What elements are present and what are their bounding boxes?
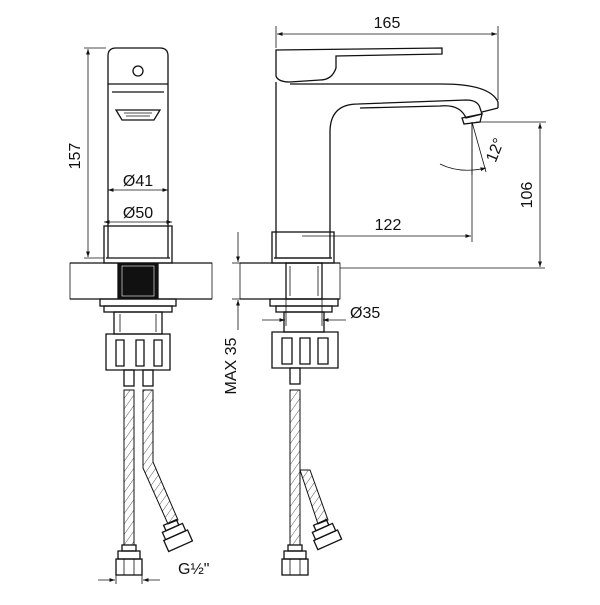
front-shank bbox=[118, 263, 158, 299]
front-lever-hole bbox=[132, 65, 144, 77]
front-washer bbox=[99, 298, 177, 307]
dim-165-label: 165 bbox=[374, 15, 401, 32]
dim-122-label: 122 bbox=[375, 217, 402, 234]
side-hose-right bbox=[299, 469, 329, 525]
front-hose-right bbox=[142, 389, 179, 525]
front-aerator bbox=[114, 109, 162, 121]
front-dimensions: 157 Ø41 Ø50 G½" bbox=[67, 47, 209, 584]
dim-157-label: 157 bbox=[67, 143, 84, 170]
dim-max35-label: MAX 35 bbox=[223, 337, 240, 394]
front-view bbox=[69, 47, 213, 576]
side-view bbox=[239, 47, 545, 576]
side-hose-left bbox=[289, 389, 301, 546]
dim-d50-label: Ø50 bbox=[123, 205, 153, 222]
side-body bbox=[275, 82, 483, 259]
dim-angle-label: 12° bbox=[483, 136, 508, 165]
front-hose-left bbox=[123, 389, 135, 546]
side-nut bbox=[271, 331, 339, 369]
dim-d41-label: Ø41 bbox=[123, 173, 153, 190]
dim-thread-label: G½" bbox=[178, 561, 209, 578]
dim-106-label: 106 bbox=[519, 182, 536, 209]
front-nut bbox=[105, 333, 171, 371]
front-body bbox=[107, 47, 169, 258]
dim-d35-label: Ø35 bbox=[350, 305, 380, 322]
side-lever bbox=[275, 47, 443, 83]
